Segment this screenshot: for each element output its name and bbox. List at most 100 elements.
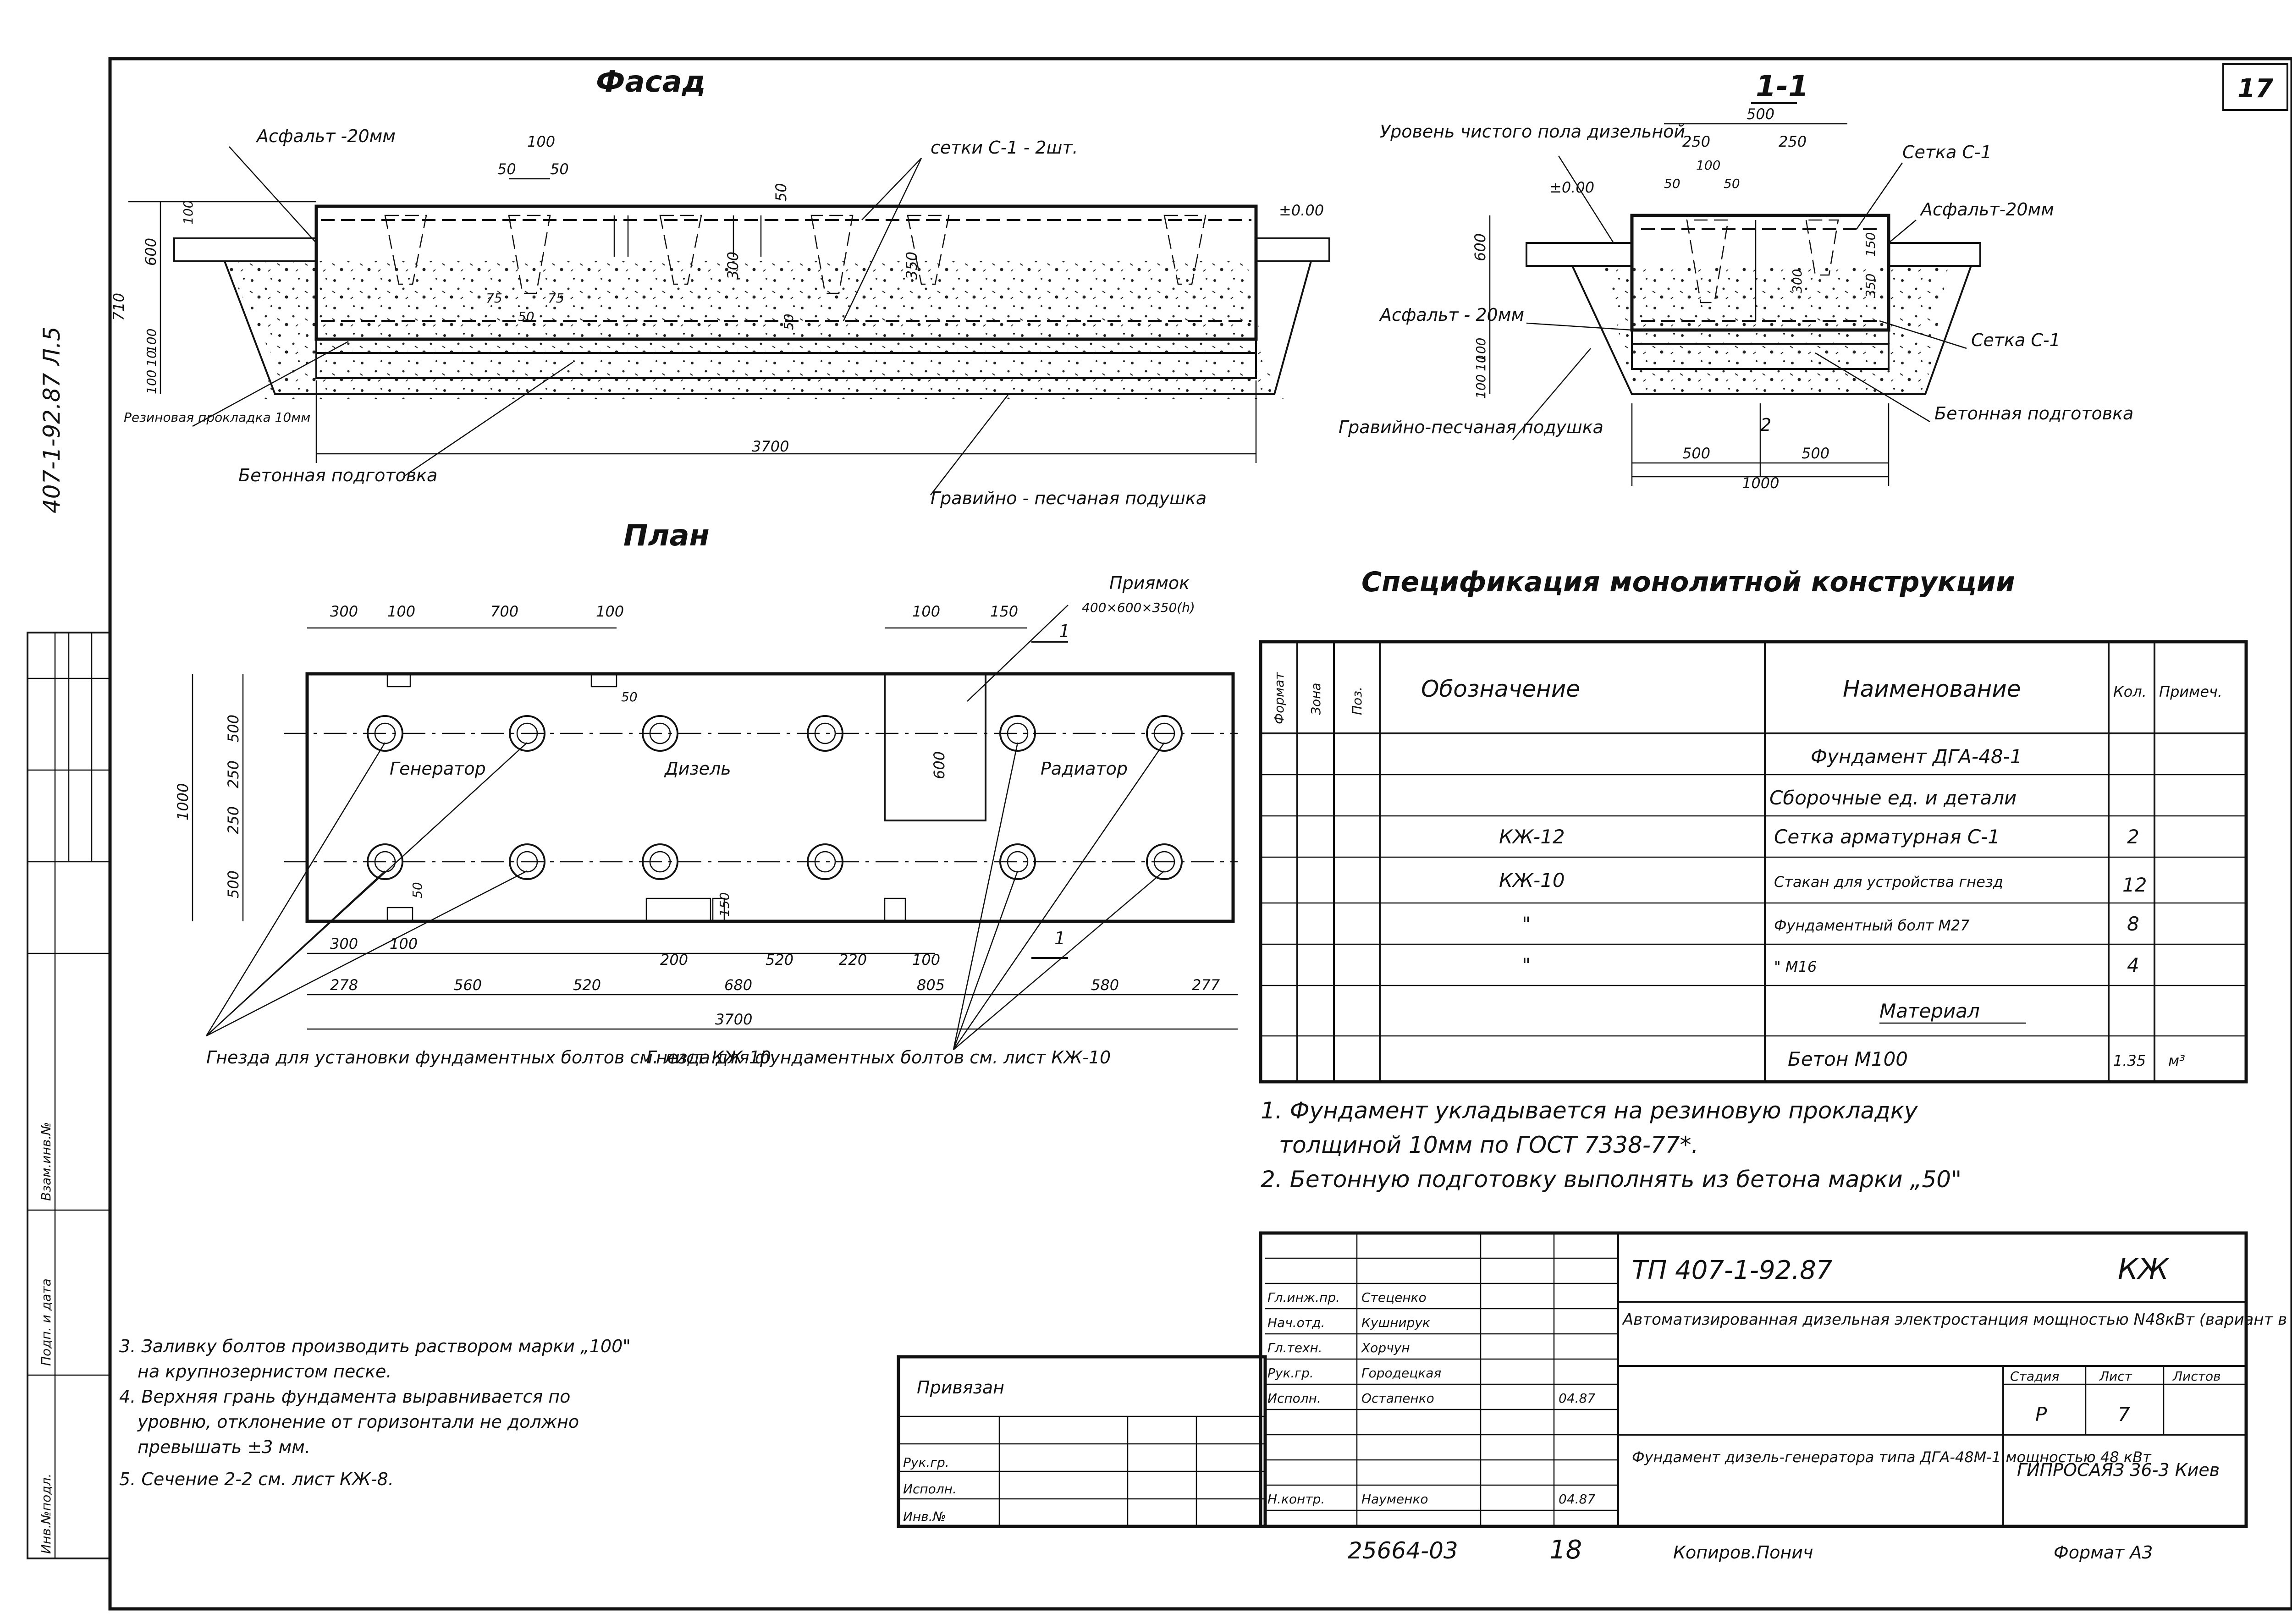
section-floor-label: Уровень чистого пола дизельной (1380, 121, 1685, 142)
svg-text:50: 50 (497, 160, 516, 178)
svg-text:150: 150 (990, 603, 1018, 620)
svg-text:580: 580 (1091, 976, 1119, 994)
svg-text:Рук.гр.: Рук.гр. (903, 1455, 949, 1470)
svg-text:500: 500 (225, 715, 242, 743)
facade-gravel-label: Гравийно - песчаная подушка (931, 488, 1207, 508)
svg-text:Бетон М100: Бетон М100 (1788, 1048, 1908, 1070)
tb-sheet-no: 18 (1549, 1535, 1582, 1565)
svg-text:04.87: 04.87 (1559, 1492, 1595, 1507)
svg-text:1. Фундамент укладывается на р: 1. Фундамент укладывается на резиновую п… (1261, 1097, 1918, 1124)
spec-title: Спецификация монолитной конструкции (1361, 566, 2015, 598)
svg-text:250: 250 (225, 806, 242, 834)
notes: 1. Фундамент укладывается на резиновую п… (119, 1097, 1961, 1489)
tb-drawing-name: Фундамент дизель-генератора типа ДГА-48М… (1632, 1448, 2152, 1466)
facade-view: Фасад 100 50 50 50 300 350 75 75 (110, 65, 1330, 508)
facade-asphalt-label: Асфальт -20мм (255, 126, 396, 146)
svg-text:50: 50 (410, 882, 425, 898)
side-label-sign: Подп. и дата (39, 1278, 54, 1366)
svg-text:250: 250 (225, 760, 242, 788)
svg-text:300: 300 (724, 252, 742, 280)
svg-text:Стакан для устройства гнезд: Стакан для устройства гнезд (1774, 873, 2003, 891)
svg-text:Кол.: Кол. (2113, 683, 2147, 700)
svg-text:" М16: " М16 (1774, 958, 1817, 975)
svg-text:500: 500 (1682, 445, 1710, 462)
svg-text:Формат: Формат (1272, 672, 1287, 724)
svg-text:100: 100 (390, 935, 418, 952)
svg-text:Обозначение: Обозначение (1421, 676, 1580, 702)
svg-text:100: 100 (1696, 158, 1720, 173)
tb-format: Формат А3 (2054, 1542, 2153, 1563)
svg-text:на крупнозернистом песке.: на крупнозернистом песке. (138, 1361, 392, 1382)
facade-rubber-label: Резиновая прокладка 10мм (124, 410, 310, 425)
svg-text:уровню, отклонение от горизонт: уровню, отклонение от горизонтали не дол… (137, 1412, 579, 1432)
svg-text:805: 805 (917, 976, 945, 994)
svg-text:200: 200 (660, 951, 688, 969)
svg-text:150: 150 (717, 892, 732, 917)
plan-pit-label: Приямок (1109, 573, 1190, 593)
svg-text:Остапенко: Остапенко (1361, 1391, 1434, 1406)
svg-text:100: 100 (912, 951, 940, 969)
svg-text:Исполн.: Исполн. (903, 1481, 957, 1497)
svg-text:75: 75 (486, 291, 502, 306)
doc-code-vertical: 407-1-92.87 Л.5 (39, 326, 65, 513)
svg-text:50: 50 (1664, 176, 1680, 191)
svg-text:Примеч.: Примеч. (2159, 683, 2222, 700)
svg-text:75: 75 (548, 291, 564, 306)
svg-text:Сборочные ед. и детали: Сборочные ед. и детали (1769, 787, 2017, 809)
plan-note-right: Гнезда для фундаментных болтов см. лист … (646, 1047, 1111, 1068)
svg-text:560: 560 (454, 976, 482, 994)
svg-text:Р: Р (2035, 1403, 2047, 1426)
sheet-number: 17 (2237, 74, 2273, 104)
svg-text:КЖ-12: КЖ-12 (1499, 826, 1565, 848)
svg-text:Зона: Зона (1308, 683, 1323, 715)
svg-text:8: 8 (2127, 913, 2139, 935)
svg-text:220: 220 (839, 951, 867, 969)
svg-text:1: 1 (1054, 928, 1065, 948)
section-gravel-label: Гравийно-песчаная подушка (1339, 417, 1603, 437)
svg-text:Стадия: Стадия (2010, 1369, 2059, 1384)
svg-text:м³: м³ (2168, 1052, 2185, 1069)
plan-generator-label: Генератор (390, 759, 486, 779)
svg-text:Листов: Листов (2172, 1369, 2221, 1384)
svg-text:100: 100 (912, 603, 940, 620)
svg-text:Стеценко: Стеценко (1361, 1290, 1427, 1305)
svg-text:50: 50 (772, 183, 790, 202)
svg-text:50: 50 (550, 160, 569, 178)
section-mesh1-label: Сетка С-1 (1902, 142, 1992, 162)
plan-pit-size: 400×600×350(h) (1082, 600, 1195, 615)
svg-text:500: 500 (1802, 445, 1829, 462)
svg-text:100: 100 (181, 200, 196, 225)
svg-text:2: 2 (2127, 826, 2139, 848)
svg-text:Поз.: Поз. (1350, 687, 1365, 715)
tb-description: Автоматизированная дизельная электростан… (1622, 1310, 2292, 1329)
plan-radiator-label: Радиатор (1041, 759, 1128, 779)
svg-text:1000: 1000 (174, 783, 192, 820)
facade-dim-100: 100 (527, 133, 555, 150)
svg-text:Городецкая: Городецкая (1361, 1365, 1441, 1381)
svg-text:1000: 1000 (1742, 474, 1779, 492)
svg-text:Гл.инж.пр.: Гл.инж.пр. (1267, 1290, 1340, 1305)
facade-title: Фасад (596, 65, 705, 99)
svg-text:150: 150 (1863, 232, 1878, 257)
svg-text:2. Бетонную подготовку выполня: 2. Бетонную подготовку выполнять из бето… (1261, 1166, 1961, 1193)
svg-text:4. Верхняя грань фундамента вы: 4. Верхняя грань фундамента выравниваетс… (119, 1387, 570, 1407)
tb-binding: Привязан (917, 1377, 1004, 1398)
svg-text:500: 500 (225, 870, 242, 898)
svg-text:7: 7 (2118, 1403, 2130, 1426)
svg-text:превышать ±3 мм.: превышать ±3 мм. (138, 1437, 310, 1457)
svg-text:250: 250 (1779, 133, 1807, 150)
svg-text:250: 250 (1682, 133, 1710, 150)
svg-text:300: 300 (330, 935, 358, 952)
svg-text:4: 4 (2127, 954, 2139, 976)
svg-text:Гл.техн.: Гл.техн. (1267, 1340, 1322, 1355)
svg-text:277: 277 (1192, 976, 1220, 994)
side-label-inv: Инв.№подл. (39, 1474, 54, 1554)
section-concrete-label: Бетонная подготовка (1934, 403, 2133, 424)
svg-text:Материал: Материал (1879, 1000, 1980, 1022)
facade-meshes-label: сетки С-1 - 2шт. (931, 138, 1078, 158)
section-1-1: 1-1 500 250 250 100 50 50 350 300 150 60… (1339, 70, 2133, 492)
svg-text:520: 520 (766, 951, 793, 969)
svg-text:КЖ-10: КЖ-10 (1499, 869, 1565, 892)
svg-text:300: 300 (1790, 269, 1805, 293)
